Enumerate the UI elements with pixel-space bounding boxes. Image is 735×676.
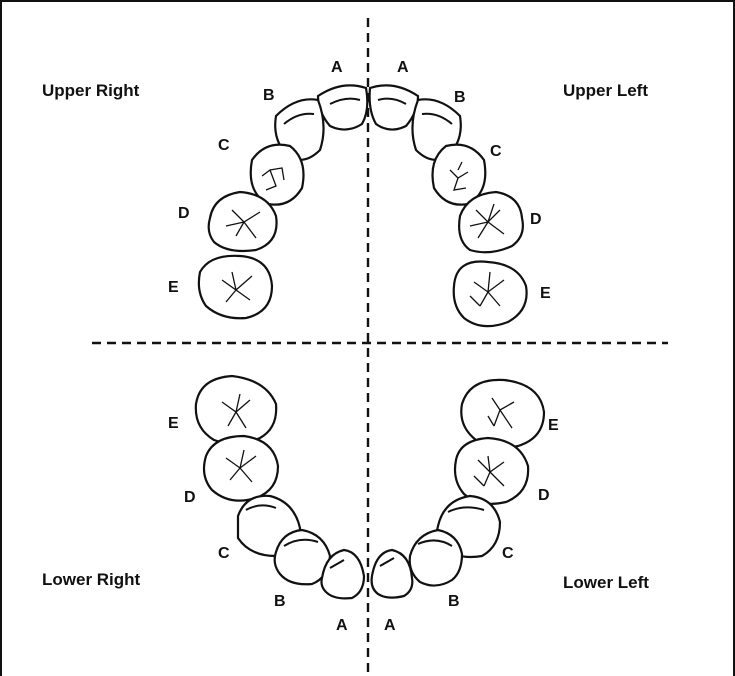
lower-left-letter-e: E: [548, 417, 559, 434]
tooth-lower-left-d: [455, 438, 528, 504]
tooth-lower-left-e: [461, 380, 544, 448]
lower-right-letter-d: D: [184, 489, 196, 506]
lower-left-letter-b: B: [448, 593, 460, 610]
upper-left-label: Upper Left: [563, 81, 648, 100]
upper-left-letter-a: A: [397, 59, 409, 76]
lower-arch: [196, 376, 544, 598]
upper-left-letter-e: E: [540, 285, 551, 302]
tooth-upper-right-a: [318, 85, 367, 129]
lower-right-letter-e: E: [168, 415, 179, 432]
lower-right-letter-b: B: [274, 593, 286, 610]
upper-right-letter-c: C: [218, 137, 230, 154]
tooth-upper-left-d: [459, 192, 523, 252]
lower-right-letter-c: C: [218, 545, 230, 562]
upper-left-letter-d: D: [530, 211, 542, 228]
tooth-lower-left-b: [410, 530, 462, 586]
lower-left-label: Lower Left: [563, 573, 649, 592]
tooth-lower-left-a: [372, 550, 413, 598]
tooth-upper-right-d: [209, 192, 277, 251]
lower-left-letter-d: D: [538, 487, 550, 504]
tooth-upper-left-a: [370, 85, 418, 129]
tooth-upper-left-e: [454, 262, 527, 327]
tooth-upper-right-e: [199, 256, 272, 318]
upper-left-letter-b: B: [454, 89, 466, 106]
lower-left-letter-a: A: [384, 617, 396, 634]
upper-right-label: Upper Right: [42, 81, 140, 100]
lower-right-letter-a: A: [336, 617, 348, 634]
upper-arch: [199, 85, 527, 326]
lower-right-label: Lower Right: [42, 570, 141, 589]
upper-right-letter-e: E: [168, 279, 179, 296]
upper-right-letter-d: D: [178, 205, 190, 222]
upper-left-letter-c: C: [490, 143, 502, 160]
lower-left-letter-c: C: [502, 545, 514, 562]
tooth-lower-right-e: [196, 376, 276, 444]
upper-right-letter-a: A: [331, 59, 343, 76]
upper-right-letter-b: B: [263, 87, 275, 104]
tooth-lower-right-d: [204, 436, 278, 501]
